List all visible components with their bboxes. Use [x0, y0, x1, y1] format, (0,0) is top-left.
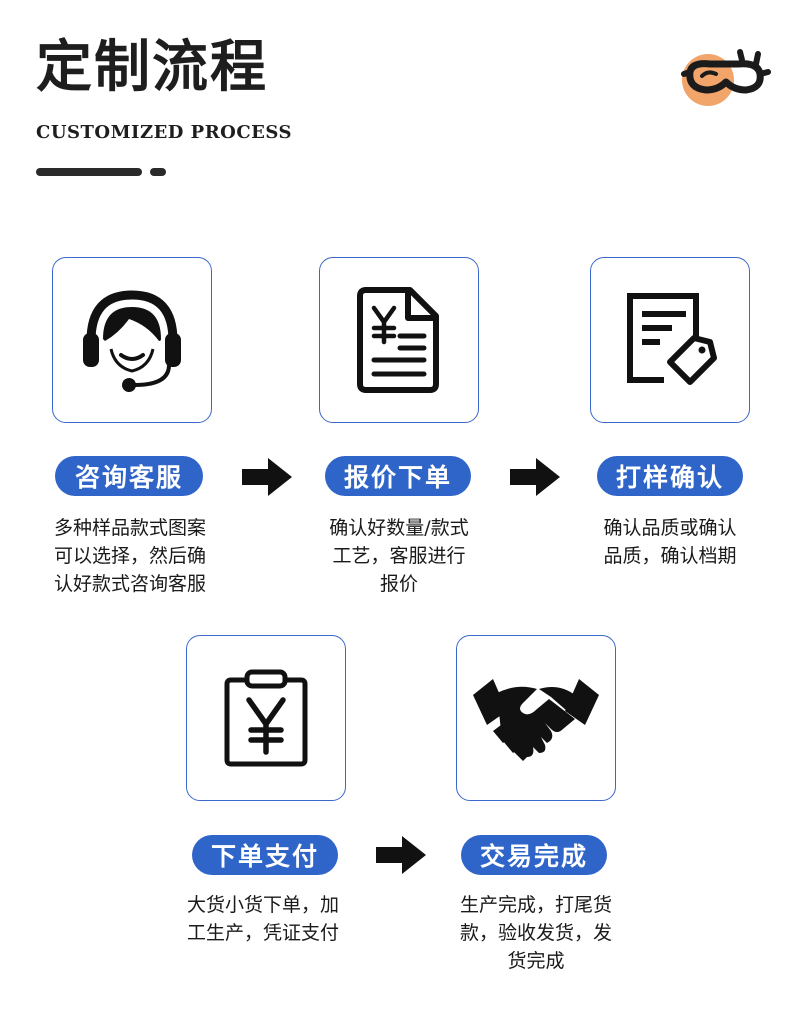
- arrow-right-icon: [376, 836, 426, 874]
- step-description-complete: 生产完成，打尾货 款，验收发货，发 货完成: [459, 894, 612, 972]
- arrow-right-icon: [242, 458, 292, 496]
- step-card-sample: [590, 257, 750, 423]
- decorative-bar-short: [150, 168, 166, 176]
- customer-service-headset-icon: [83, 290, 181, 392]
- payment-clipboard-yen-icon: [224, 669, 308, 767]
- step-label-consult: 咨询客服: [55, 456, 203, 496]
- step-description-sample: 确认品质或确认 品质，确认档期: [603, 517, 737, 567]
- decorative-bar-long: [36, 168, 142, 176]
- step-card-consult: [52, 257, 212, 423]
- page-title: 定制流程: [36, 35, 268, 100]
- step-label-payment: 下单支付: [192, 835, 338, 875]
- step-card-payment: [186, 635, 346, 801]
- confirm-form-pen-icon: [627, 293, 717, 385]
- step-label-quote: 报价下单: [325, 456, 471, 496]
- arrow-right-icon: [510, 458, 560, 496]
- page-subtitle: CUSTOMIZED PROCESS: [36, 122, 292, 143]
- goggles-logo-icon: [680, 44, 772, 114]
- step-description-consult: 多种样品款式图案 可以选择，然后确 认好款式咨询客服: [53, 517, 206, 595]
- step-card-quote: [319, 257, 479, 423]
- step-description-payment: 大货小货下单，加 工生产，凭证支付: [186, 894, 339, 944]
- step-description-quote: 确认好数量/款式 工艺，客服进行 报价: [329, 517, 469, 595]
- quote-document-yen-icon: [357, 287, 439, 393]
- handshake-icon: [473, 679, 599, 761]
- step-card-complete: [456, 635, 616, 801]
- step-label-complete: 交易完成: [461, 835, 607, 875]
- step-label-sample: 打样确认: [597, 456, 743, 496]
